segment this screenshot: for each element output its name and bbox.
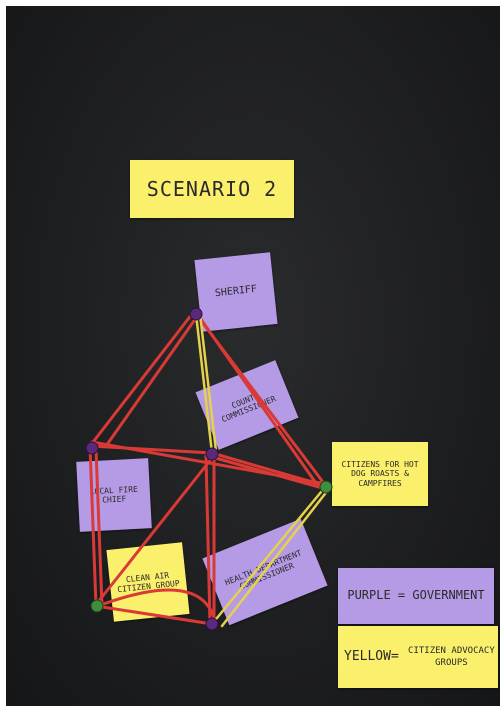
band-red [88,444,98,608]
pushpin-green [319,480,333,494]
band-yellow [194,312,214,455]
band-yellow [210,484,328,626]
band-yellow [220,488,330,628]
legend-yellow-text: CITIZEN ADVOCACY GROUPS [408,645,495,668]
band-red [88,444,214,455]
legend-government: PURPLE = GOVERNMENT [338,568,494,624]
pushpin-purple [189,307,203,321]
pushpin-purple [205,447,219,461]
pushpin-purple [85,441,99,455]
band-red [210,455,328,491]
band-red [210,451,328,488]
band-red [204,454,212,626]
band-red [88,312,194,448]
rubber-band-network [85,307,333,631]
legend-yellow-label: YELLOW= [344,648,399,664]
black-board: SCENARIO 2 SHERIFF COUNTY COMMISSIONER L… [6,6,500,706]
pushpin-green [90,599,104,613]
band-red [96,588,218,628]
band-red [96,456,214,604]
scenario-title-note: SCENARIO 2 [130,160,294,218]
pushpin-purple [205,617,219,631]
band-red [94,604,214,626]
band-red [198,316,320,488]
legend-citizen: YELLOW= CITIZEN ADVOCACY GROUPS [338,626,498,688]
band-yellow [198,312,218,453]
note-citizens-hot-dog: CITIZENS FOR HOT DOG ROASTS & CAMPFIRES [332,442,428,506]
band-red [94,448,104,608]
band-red [104,316,198,448]
